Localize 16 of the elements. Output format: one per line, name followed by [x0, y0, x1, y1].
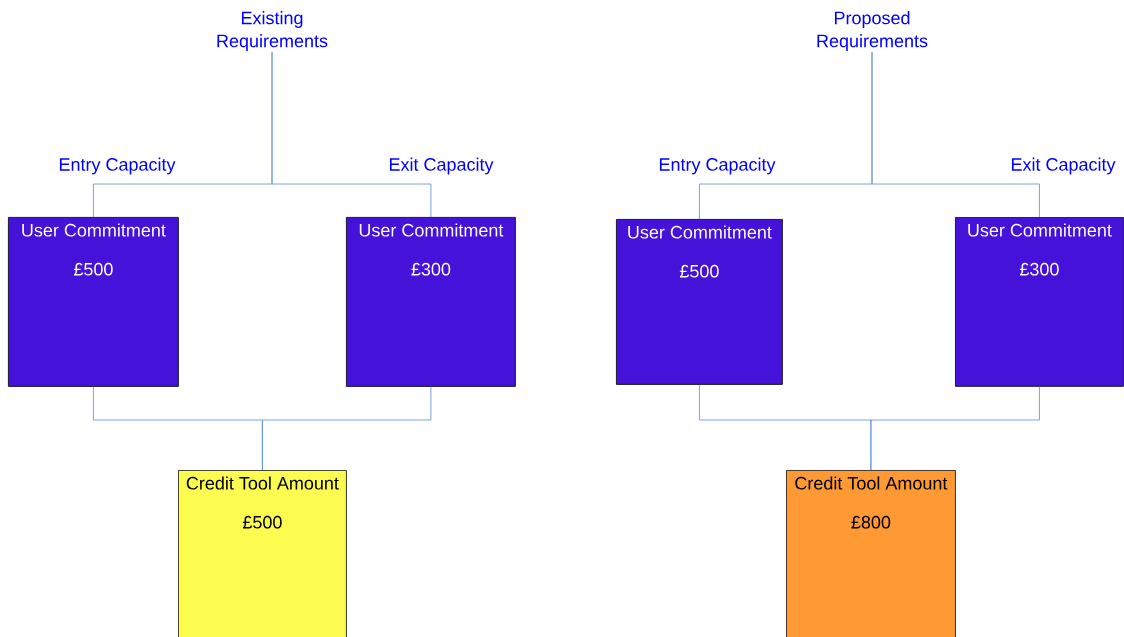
heading-text: Proposed Requirements — [817, 11, 928, 51]
commitment-box: User Commitment £300 — [955, 217, 1124, 387]
commitment-box: User Commitment £500 — [8, 217, 179, 387]
capacity-label: Entry Capacity — [59, 157, 176, 175]
commitment-box: User Commitment £500 — [616, 219, 783, 385]
heading-text: Existing Requirements — [217, 11, 328, 51]
connector-line — [871, 51, 1040, 218]
capacity-label: Entry Capacity — [659, 157, 776, 175]
commitment-box: User Commitment £300 — [346, 217, 516, 387]
commitment-box: Credit Tool Amount £800 — [786, 470, 956, 637]
capacity-label: Exit Capacity — [1011, 157, 1116, 175]
connector-line — [262, 386, 432, 471]
connector-line — [271, 51, 432, 218]
capacity-label: Exit Capacity — [389, 157, 494, 175]
connector-line — [870, 386, 1040, 471]
commitment-box: Credit Tool Amount £500 — [178, 470, 347, 637]
